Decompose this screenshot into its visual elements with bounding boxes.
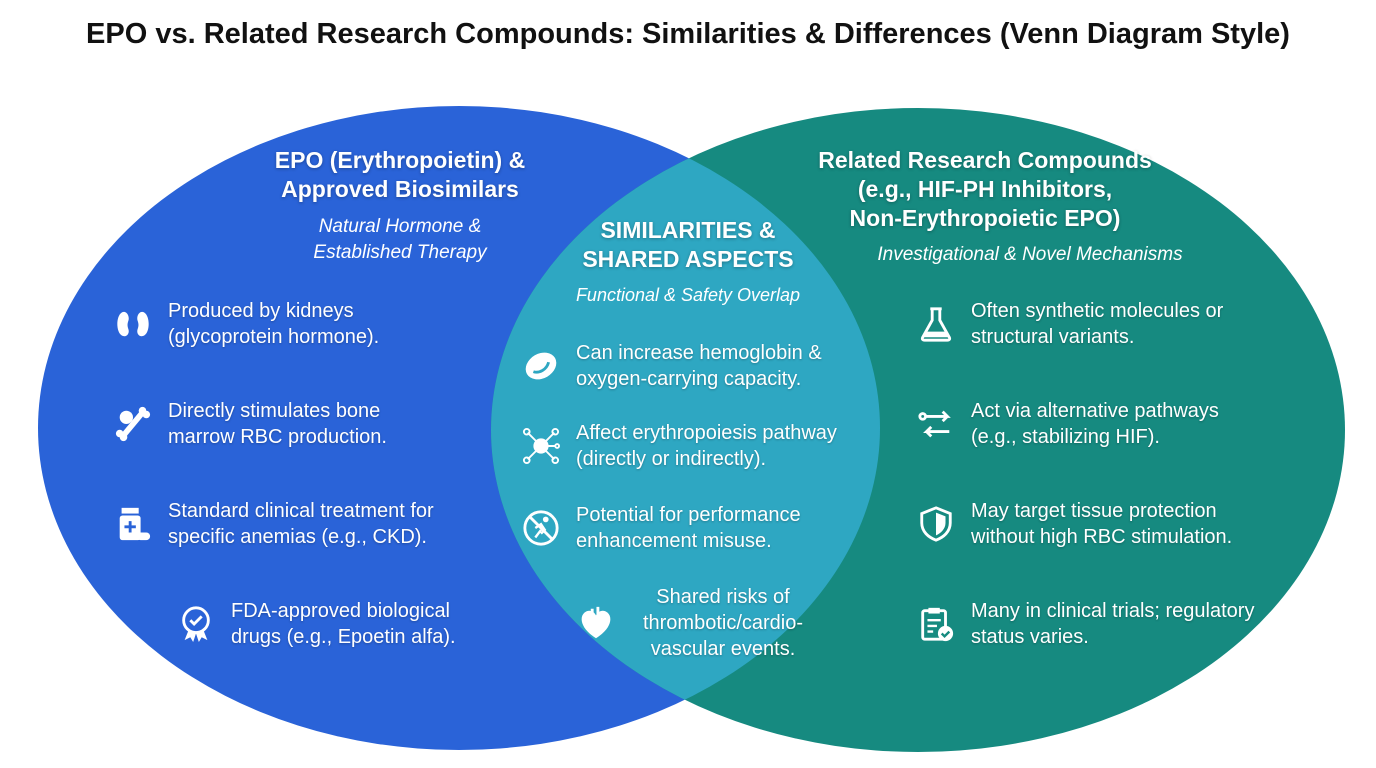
- item-text: May target tissue protection without hig…: [971, 500, 1233, 548]
- center-heading-line: SHARED ASPECTS: [582, 246, 794, 272]
- right-subtitle: Investigational & Novel Mechanisms: [877, 244, 1183, 265]
- left-subtitle: Natural Hormone & Established Therapy: [250, 214, 550, 266]
- item-text: Can increase hemoglobin & oxygen-carryin…: [576, 342, 822, 390]
- heart-icon: [575, 602, 617, 644]
- left-item: Produced by kidneys (glycoprotein hormon…: [112, 298, 442, 350]
- right-item: Act via alternative pathways (e.g., stab…: [915, 398, 1265, 450]
- center-item: Potential for performance enhancement mi…: [520, 502, 860, 554]
- left-item: FDA-approved biological drugs (e.g., Epo…: [175, 598, 505, 650]
- pathway-network-icon: [520, 425, 562, 467]
- item-text: Shared risks of thrombotic/cardio-vascul…: [642, 586, 804, 660]
- center-item: Shared risks of thrombotic/cardio-vascul…: [575, 584, 815, 662]
- right-heading-line: (e.g., HIF-PH Inhibitors,: [857, 176, 1113, 202]
- left-heading: EPO (Erythropoietin) & Approved Biosimil…: [200, 146, 600, 204]
- diagram-title: EPO vs. Related Research Compounds: Simi…: [86, 18, 1290, 50]
- alternate-pathway-icon: [915, 403, 957, 445]
- clipboard-check-icon: [915, 603, 957, 645]
- left-subtitle-line: Natural Hormone &: [318, 216, 482, 237]
- kidney-icon: [112, 303, 154, 345]
- left-item: Directly stimulates bone marrow RBC prod…: [112, 398, 442, 450]
- item-text: Directly stimulates bone marrow RBC prod…: [168, 400, 387, 448]
- right-heading-line: Related Research Compounds: [818, 147, 1152, 173]
- item-text: Act via alternative pathways (e.g., stab…: [971, 400, 1219, 448]
- right-item: Many in clinical trials; regulatory stat…: [915, 598, 1265, 650]
- overlap-region: [491, 108, 880, 750]
- item-text: Produced by kidneys (glycoprotein hormon…: [168, 300, 380, 348]
- bone-marrow-icon: [112, 403, 154, 445]
- item-text: Often synthetic molecules or structural …: [971, 300, 1224, 348]
- item-text: Potential for performance enhancement mi…: [576, 504, 801, 552]
- left-item: Standard clinical treatment for specific…: [112, 498, 482, 550]
- approval-badge-icon: [175, 603, 217, 645]
- right-heading-line: Non-Erythropoietic EPO): [849, 205, 1121, 231]
- item-text: Standard clinical treatment for specific…: [168, 500, 434, 548]
- item-text: FDA-approved biological drugs (e.g., Epo…: [231, 600, 456, 648]
- center-item: Can increase hemoglobin & oxygen-carryin…: [520, 340, 860, 392]
- item-text: Many in clinical trials; regulatory stat…: [971, 600, 1255, 648]
- left-subtitle-line: Established Therapy: [313, 242, 487, 263]
- center-subtitle: Functional & Safety Overlap: [575, 285, 801, 305]
- center-heading-line: SIMILARITIES &: [600, 217, 776, 243]
- red-blood-cell-icon: [520, 345, 562, 387]
- medicine-bottle-icon: [112, 503, 154, 545]
- center-item: Affect erythropoiesis pathway (directly …: [520, 420, 880, 472]
- left-heading-line: EPO (Erythropoietin) &: [274, 147, 526, 173]
- flask-icon: [915, 303, 957, 345]
- center-heading: SIMILARITIES & SHARED ASPECTS: [538, 216, 838, 274]
- right-item: Often synthetic molecules or structural …: [915, 298, 1265, 350]
- right-item: May target tissue protection without hig…: [915, 498, 1285, 550]
- item-text: Affect erythropoiesis pathway (directly …: [576, 422, 837, 470]
- no-doping-icon: [520, 507, 562, 549]
- left-heading-line: Approved Biosimilars: [281, 176, 519, 202]
- shield-icon: [915, 503, 957, 545]
- right-heading: Related Research Compounds (e.g., HIF-PH…: [780, 146, 1190, 233]
